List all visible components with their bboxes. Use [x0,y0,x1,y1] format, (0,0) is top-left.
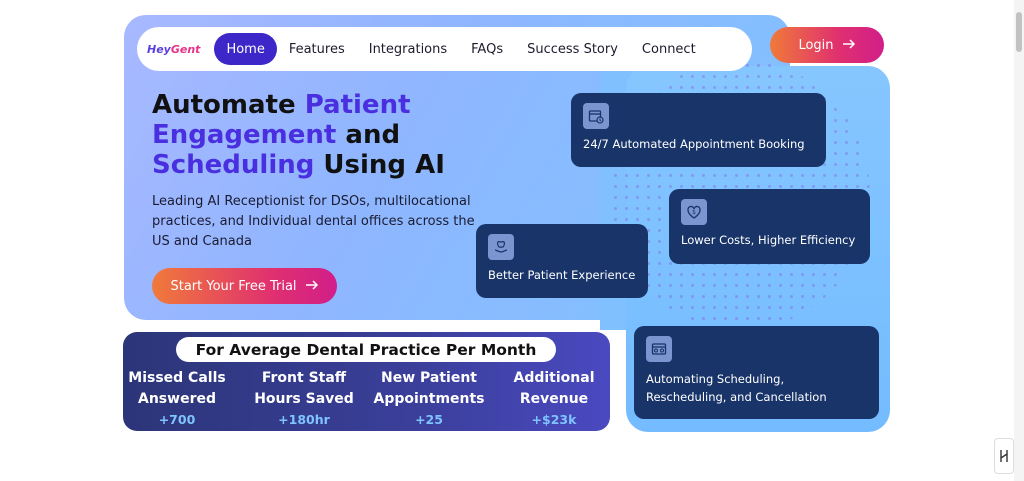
nav-item-faqs[interactable]: FAQs [471,41,504,57]
svg-text:$: $ [692,209,696,216]
main-nav: HeyGent Home Features Integrations FAQs … [137,27,752,71]
nav-item-home[interactable]: Home [214,33,277,65]
arrow-right-icon [305,279,319,294]
widget-logo-icon [1000,450,1008,462]
feature-card-scheduling: Automating Scheduling, Rescheduling, and… [634,326,879,419]
nav-item-connect[interactable]: Connect [641,41,696,57]
nav-item-success-story[interactable]: Success Story [527,41,618,57]
hero-headline: Automate Patient Engagement and Scheduli… [152,90,445,180]
feature-card-booking: 24/7 Automated Appointment Booking [571,93,826,167]
feature-label: Automating Scheduling, Rescheduling, and… [646,372,827,404]
stat-value: +180hr [278,412,330,427]
login-button[interactable]: Login [770,27,884,63]
calendar-clock-icon [583,103,609,129]
stats-title: For Average Dental Practice Per Month [176,337,556,362]
feature-label: Better Patient Experience [488,268,636,282]
login-label: Login [798,37,834,53]
heart-coin-icon: $ [681,199,707,225]
brand-logo[interactable]: HeyGent [147,42,201,56]
feature-label: Lower Costs, Higher Efficiency [681,233,856,247]
nav-item-features[interactable]: Features [288,41,345,57]
stat-value: +700 [158,412,196,427]
hand-tooth-icon [488,234,514,260]
stat-value: +$23k [531,412,577,427]
start-free-trial-button[interactable]: Start Your Free Trial [152,268,337,304]
chat-widget-button[interactable] [994,438,1014,474]
page-scrollbar[interactable] [1014,0,1024,481]
feature-card-costs: $ Lower Costs, Higher Efficiency [669,189,870,264]
scrollbar-thumb[interactable] [1016,12,1022,52]
nav-item-integrations[interactable]: Integrations [368,41,448,57]
feature-card-experience: Better Patient Experience [476,224,648,298]
trial-label: Start Your Free Trial [170,278,297,294]
stat-value: +25 [415,412,443,427]
hero-subtitle: Leading AI Receptionist for DSOs, multil… [152,194,475,249]
arrow-right-icon [842,38,856,53]
feature-label: 24/7 Automated Appointment Booking [583,137,805,151]
calendar-gear-icon [646,336,672,362]
